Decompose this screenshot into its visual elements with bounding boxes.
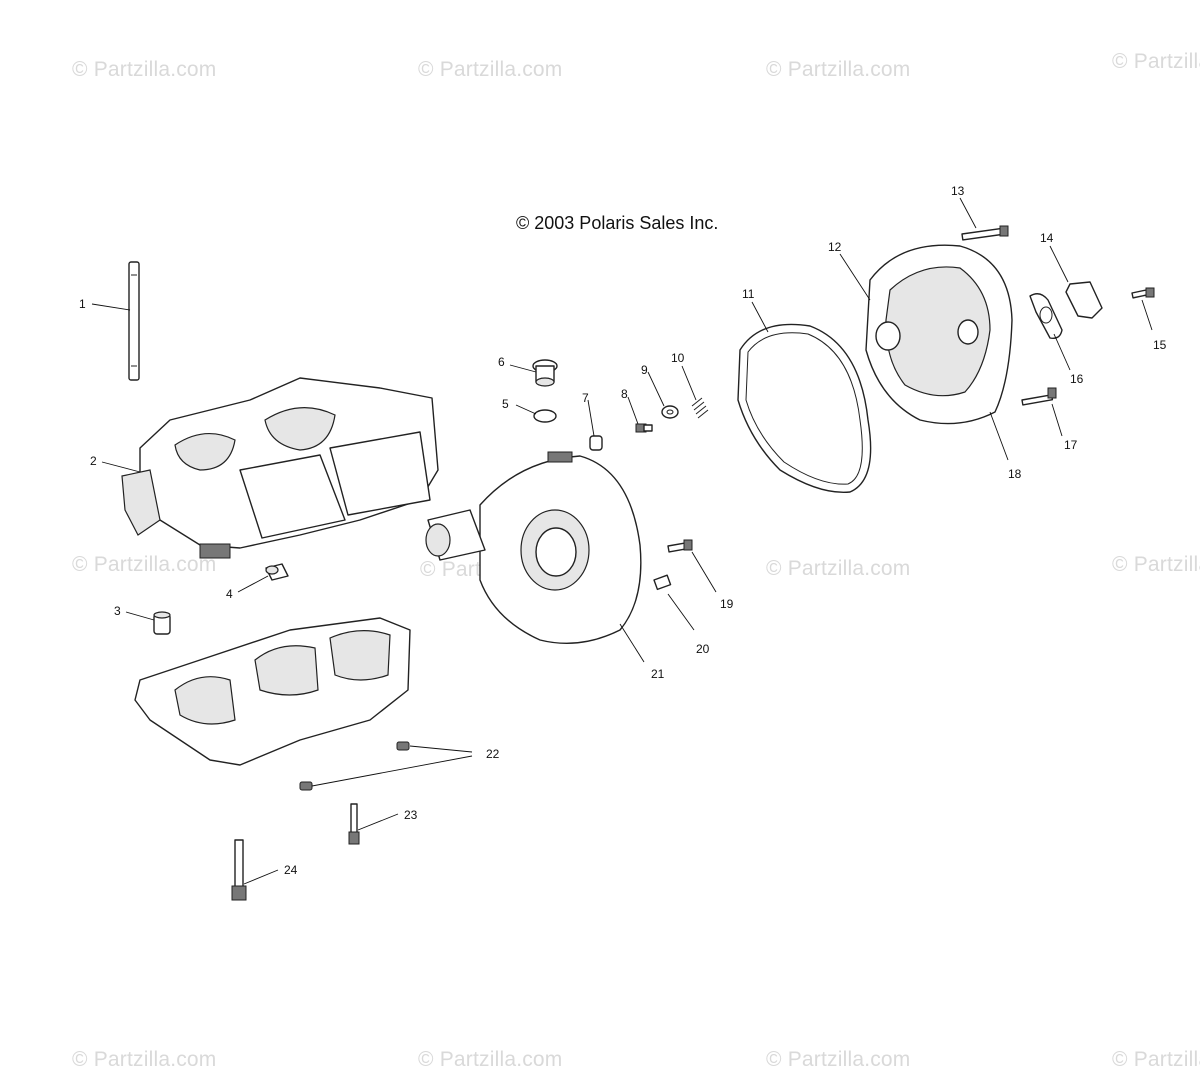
callout-10: 10 (671, 351, 685, 365)
part-lower-crankcase (134, 617, 411, 766)
callout-17: 17 (1064, 438, 1078, 452)
callout-3: 3 (114, 604, 121, 618)
callout-16: 16 (1070, 372, 1084, 386)
part-gasket-ring (1029, 293, 1063, 340)
part-bolt (231, 839, 247, 901)
callout-13: 13 (951, 184, 965, 198)
callout-20: 20 (696, 642, 710, 656)
part-o-ring (533, 409, 557, 423)
part-bolt (348, 803, 360, 845)
part-plug (532, 359, 558, 387)
callout-12: 12 (828, 240, 842, 254)
callout-9: 9 (641, 363, 648, 377)
part-small-gasket (1065, 281, 1103, 319)
part-cover (865, 244, 1013, 425)
callout-21: 21 (651, 667, 665, 681)
part-dowel (153, 611, 171, 635)
watermark: © Partzilla.com (766, 1048, 911, 1071)
watermark: © Partzilla.com (72, 553, 217, 576)
callout-22: 22 (486, 747, 500, 761)
callout-8: 8 (621, 387, 628, 401)
callout-4: 4 (226, 587, 233, 601)
callout-19: 19 (720, 597, 734, 611)
callout-1: 1 (79, 297, 86, 311)
watermark: © Partzilla.com (1112, 553, 1200, 576)
part-sleeve (653, 574, 672, 591)
callout-23: 23 (404, 808, 418, 822)
callout-14: 14 (1040, 231, 1054, 245)
callout-5: 5 (502, 397, 509, 411)
callout-labels: 1 2 3 4 5 6 7 8 9 10 11 12 13 14 15 16 1… (79, 184, 1167, 877)
part-bolt (635, 423, 653, 433)
watermark: © Partzilla.com (766, 557, 911, 580)
part-washer (661, 405, 679, 419)
callout-18: 18 (1008, 467, 1022, 481)
watermark: © Partzilla.com (766, 58, 911, 81)
part-spring (691, 397, 709, 419)
callout-15: 15 (1153, 338, 1167, 352)
callout-24: 24 (284, 863, 298, 877)
leader-lines (91, 197, 1153, 885)
watermark: © Partzilla.com (1112, 1048, 1200, 1071)
watermark: © Partzilla.com (72, 58, 217, 81)
part-bolt (667, 539, 693, 553)
part-dowel (589, 435, 603, 451)
part-stud (128, 261, 140, 381)
part-bolt (1021, 387, 1057, 406)
part-bolt (961, 225, 1009, 241)
callout-6: 6 (498, 355, 505, 369)
part-magneto-housing (425, 451, 642, 644)
watermark: © Partzilla.com (1112, 50, 1200, 73)
callout-7: 7 (582, 391, 589, 405)
part-dowel (265, 563, 289, 581)
watermark: © Partzilla.com (418, 1048, 563, 1071)
watermark: © Partzilla.com (72, 1048, 217, 1071)
part-bolt (1131, 287, 1155, 299)
callout-2: 2 (90, 454, 97, 468)
copyright-text: © 2003 Polaris Sales Inc. (516, 213, 719, 233)
part-upper-crankcase (121, 377, 439, 559)
part-plug (396, 741, 410, 751)
part-gasket (737, 323, 872, 494)
part-plug (299, 781, 313, 791)
watermark: © Partzilla.com (418, 58, 563, 81)
callout-11: 11 (742, 287, 755, 301)
